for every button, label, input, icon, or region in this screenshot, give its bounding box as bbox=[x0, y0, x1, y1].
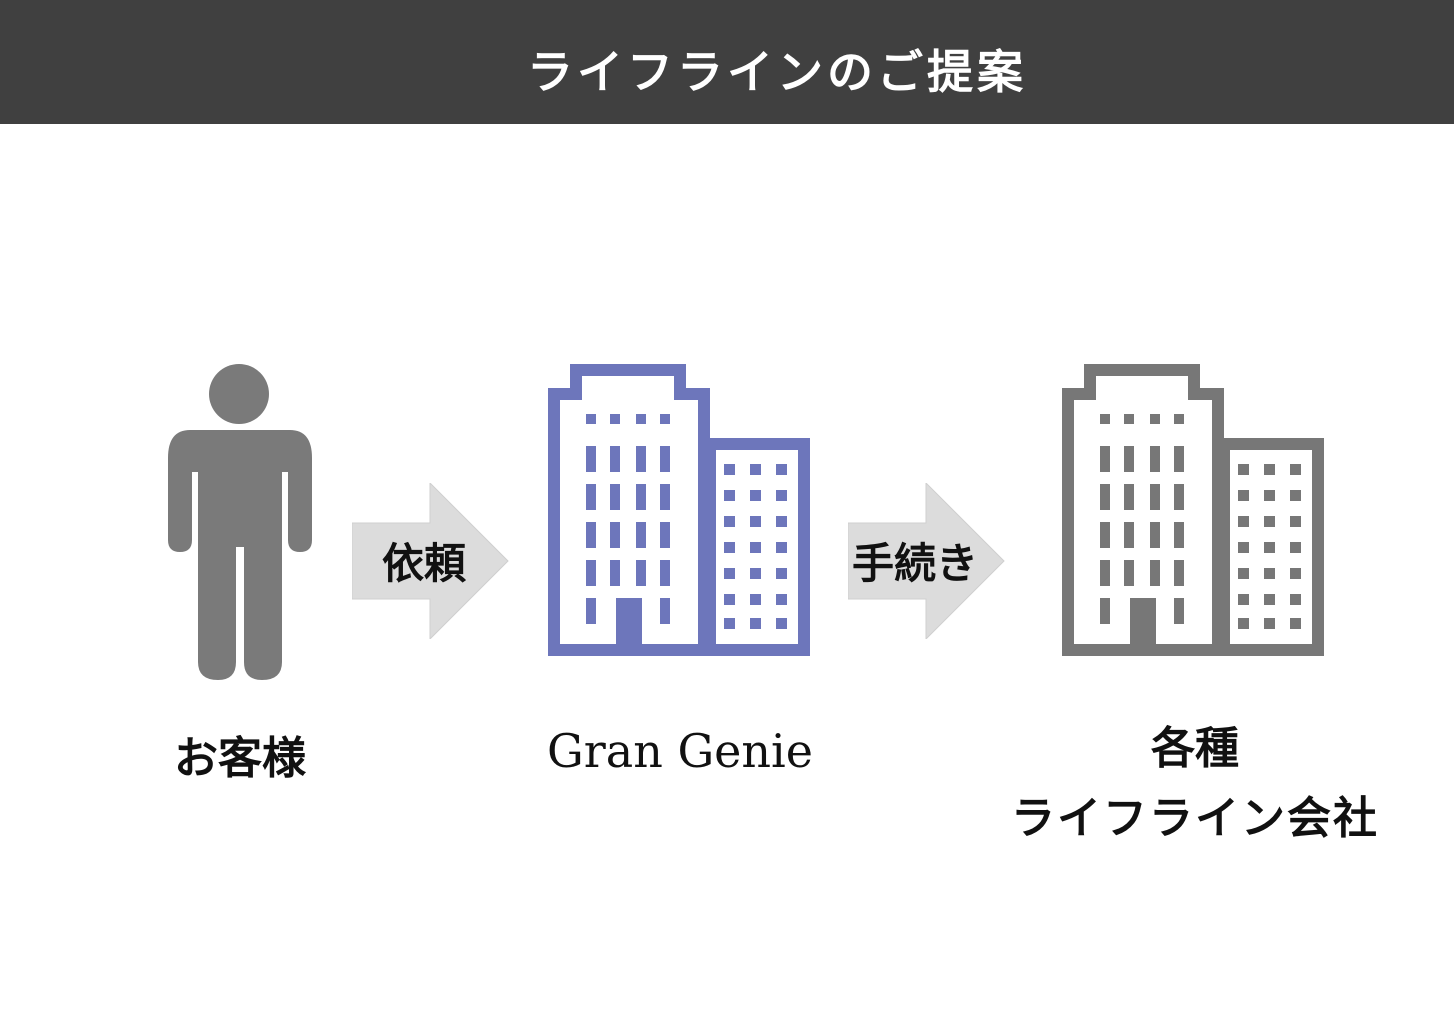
customer-node bbox=[160, 362, 320, 684]
building-icon bbox=[1062, 364, 1324, 656]
lifeline-company-label-line2: ライフライン会社 bbox=[1011, 793, 1379, 844]
customer-label: お客様 bbox=[174, 733, 306, 784]
procedure-label: 手続き bbox=[852, 539, 979, 588]
gran-genie-node bbox=[546, 362, 814, 656]
procedure-arrow bbox=[847, 481, 1006, 641]
person-icon bbox=[168, 364, 312, 680]
right-arrow-icon bbox=[847, 481, 1005, 641]
lifeline-company-label-line1: 各種 bbox=[1151, 723, 1239, 774]
lifeline-company-node bbox=[1060, 362, 1328, 656]
right-arrow-icon bbox=[351, 481, 509, 641]
request-arrow bbox=[351, 481, 510, 641]
header-bar: ライフラインのご提案 bbox=[0, 0, 1454, 124]
request-label: 依頼 bbox=[382, 539, 467, 588]
page-title: ライフラインのご提案 bbox=[527, 45, 1027, 99]
building-icon bbox=[548, 364, 810, 656]
gran-genie-label: Gran Genie bbox=[547, 724, 813, 778]
